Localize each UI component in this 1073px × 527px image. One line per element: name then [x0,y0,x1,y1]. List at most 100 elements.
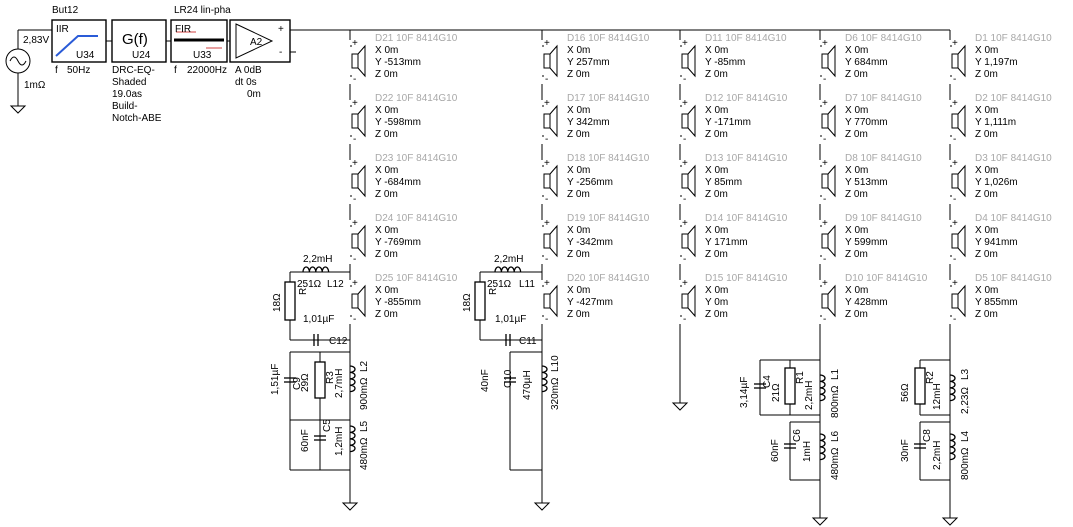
L1-r: 800mΩ [830,385,841,418]
L12-inductor[interactable] [302,266,330,273]
L1-inductor[interactable] [819,374,826,402]
fir-id: U33 [193,50,212,61]
driver-speaker[interactable] [817,160,836,204]
L4-inductor[interactable] [949,433,956,461]
driver-z: Z 0m [975,309,998,320]
L6-value: 1mH [802,441,813,462]
driver-minus-mark: - [545,134,548,145]
driver-minus-mark: - [823,74,826,85]
driver-name: D8 10F 8414G10 [845,153,922,164]
R2-resistor[interactable] [914,367,926,405]
driver-speaker[interactable] [947,220,966,264]
L10-inductor[interactable] [541,365,548,393]
driver-speaker[interactable] [677,220,696,264]
driver-speaker[interactable] [347,40,366,84]
driver-x: X 0m [375,165,398,176]
driver-speaker[interactable] [817,100,836,144]
driver-speaker[interactable] [539,160,558,204]
driver-speaker[interactable] [347,220,366,264]
driver-minus-mark: - [953,194,956,205]
L4-value: 2,2mH [932,441,943,470]
L11-inductor[interactable] [494,266,522,273]
driver-z: Z 0m [975,249,998,260]
driver-x: X 0m [375,45,398,56]
C11-value: 1,01µF [495,314,526,325]
iir-freq: 50Hz [67,65,90,76]
amp-id: A2 [250,37,263,48]
iir-filter-block[interactable] [51,19,107,63]
driver-speaker[interactable] [947,160,966,204]
ground-symbol [672,394,688,411]
L10-value: 470µH [522,370,533,400]
driver-speaker[interactable] [539,100,558,144]
driver-name: D25 10F 8414G10 [375,273,458,284]
driver-name: D3 10F 8414G10 [975,153,1052,164]
driver-name: D2 10F 8414G10 [975,93,1052,104]
driver-speaker[interactable] [677,100,696,144]
R-top-resistor-1[interactable] [284,281,296,321]
driver-speaker[interactable] [347,100,366,144]
driver-z: Z 0m [705,309,728,320]
C8-id: C8 [922,429,933,442]
driver-speaker[interactable] [677,280,696,324]
driver-y: Y 855mm [975,297,1018,308]
network-4 [759,325,821,510]
driver-speaker[interactable] [347,280,366,324]
driver-y: Y 0m [705,297,728,308]
driver-minus-mark: - [353,74,356,85]
driver-minus-mark: - [545,194,548,205]
L6-id: L6 [830,430,841,442]
C12-id: C12 [329,336,348,347]
driver-speaker[interactable] [677,160,696,204]
ground-symbol [942,509,958,526]
driver-speaker[interactable] [539,40,558,84]
ground-symbol [534,494,550,511]
driver-speaker[interactable] [677,40,696,84]
driver-name: D11 10F 8414G10 [705,33,787,44]
L12-r: 251Ω [297,279,322,290]
driver-name: D4 10F 8414G10 [975,213,1052,224]
driver-speaker[interactable] [817,280,836,324]
driver-z: Z 0m [975,189,998,200]
driver-z: Z 0m [567,249,590,260]
driver-z: Z 0m [375,249,398,260]
driver-speaker[interactable] [947,100,966,144]
L6-inductor[interactable] [819,433,826,461]
driver-y: Y -684mm [375,177,421,188]
driver-speaker[interactable] [539,220,558,264]
driver-minus-mark: - [683,254,686,265]
L2-inductor[interactable] [349,365,356,393]
driver-plus-mark: + [352,278,358,289]
R-top-resistor-2[interactable] [474,281,486,321]
driver-speaker[interactable] [817,220,836,264]
iir-top-label: But12 [52,5,79,16]
amp-plus: + [278,24,284,35]
driver-plus-mark: + [682,158,688,169]
C5-id: C5 [322,419,333,432]
driver-name: D20 10F 8414G10 [567,273,650,284]
driver-y: Y 770mm [845,117,888,128]
driver-y: Y 513mm [845,177,888,188]
source-impedance: 1mΩ [24,80,46,91]
driver-speaker[interactable] [817,40,836,84]
R3-resistor[interactable] [314,361,326,399]
L11-r: 251Ω [487,279,512,290]
driver-y: Y 684mm [845,57,888,68]
R1-resistor[interactable] [784,367,796,405]
driver-x: X 0m [975,105,998,116]
driver-z: Z 0m [845,249,868,260]
driver-y: Y 171mm [705,237,748,248]
driver-minus-mark: - [683,134,686,145]
driver-minus-mark: - [953,134,956,145]
driver-speaker[interactable] [347,160,366,204]
C12-value: 1,01µF [303,314,334,325]
amplifier-block[interactable] [229,19,291,63]
voltage-source[interactable] [5,29,52,114]
driver-speaker[interactable] [947,280,966,324]
driver-speaker[interactable] [539,280,558,324]
L3-inductor[interactable] [949,374,956,402]
driver-speaker[interactable] [947,40,966,84]
C11-id: C11 [519,336,537,347]
L5-inductor[interactable] [349,425,356,453]
eq-desc-2: Shaded [112,77,146,88]
